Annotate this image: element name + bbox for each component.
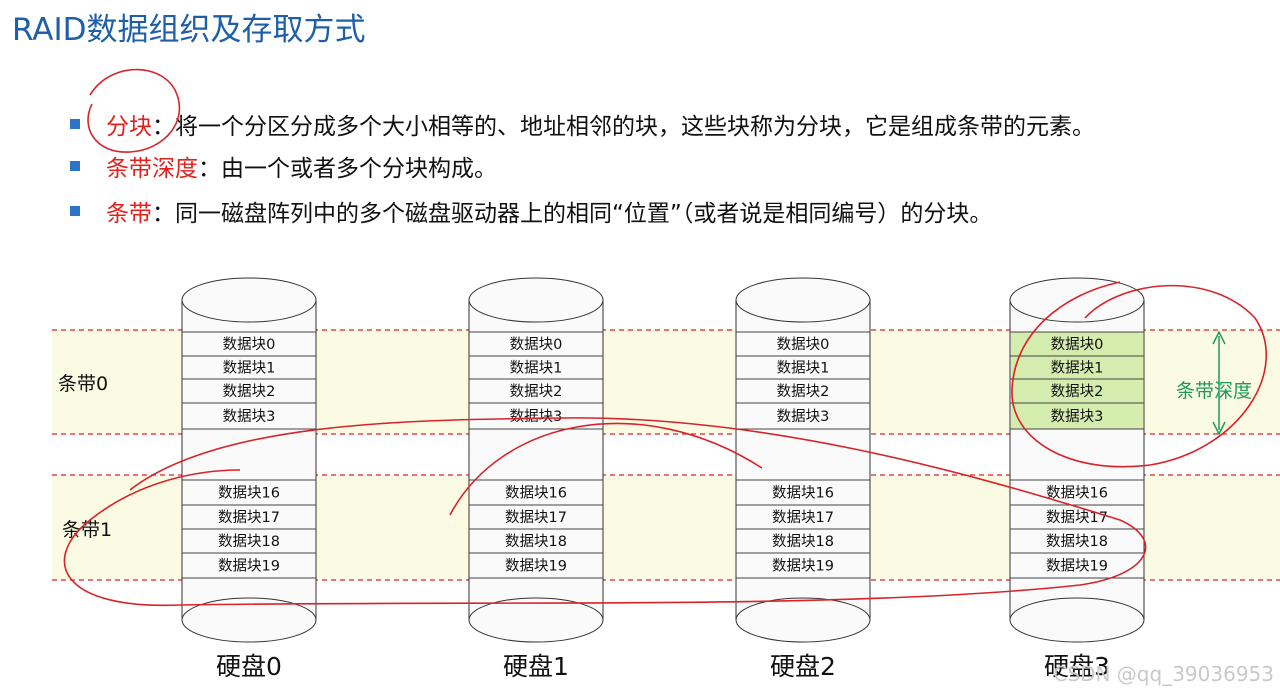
disk-bottom: [469, 598, 603, 642]
disk-bottom: [1010, 598, 1144, 642]
data-block-label: 数据块2: [777, 383, 830, 400]
data-block-label: 数据块3: [223, 408, 276, 425]
data-block-label: 数据块1: [510, 360, 563, 377]
data-block-label: 数据块17: [218, 509, 280, 526]
data-block-label: 数据块2: [510, 383, 563, 400]
data-block-label: 数据块2: [1051, 383, 1104, 400]
disk-label: 硬盘1: [503, 652, 569, 681]
data-block-label: 数据块17: [505, 509, 567, 526]
data-block-label: 数据块18: [505, 533, 567, 550]
data-block-label: 数据块18: [772, 533, 834, 550]
data-block-label: 数据块1: [223, 360, 276, 377]
annotation-circle: [88, 70, 179, 153]
data-block-label: 数据块16: [772, 485, 834, 502]
data-block-label: 数据块16: [218, 485, 280, 502]
data-block-label: 数据块16: [505, 485, 567, 502]
data-block-label: 数据块0: [1051, 336, 1104, 353]
data-block-label: 数据块19: [772, 558, 834, 575]
data-block-label: 数据块0: [223, 336, 276, 353]
data-block-label: 数据块19: [218, 558, 280, 575]
data-block-label: 数据块18: [1046, 533, 1108, 550]
data-block-label: 数据块3: [1051, 408, 1104, 425]
disk-top: [469, 278, 603, 322]
data-block-label: 数据块19: [1046, 558, 1108, 575]
data-block-label: 数据块2: [223, 383, 276, 400]
disk-1: 数据块0 数据块1 数据块2 数据块3 数据块16 数据块17 数据块18 数据块19: [469, 278, 603, 642]
data-block-label: 数据块17: [1046, 509, 1108, 526]
stripe-label: 条带0: [58, 373, 108, 395]
disk-2: 数据块0 数据块1 数据块2 数据块3 数据块16 数据块17 数据块18 数据块19: [736, 278, 870, 642]
disk-label: 硬盘0: [216, 652, 282, 681]
watermark: CSDN @qq_39036953: [1053, 662, 1274, 686]
disk-top: [1010, 278, 1144, 322]
data-block-label: 数据块0: [510, 336, 563, 353]
data-block-label: 数据块1: [1051, 360, 1104, 377]
data-block-label: 数据块17: [772, 509, 834, 526]
disk-bottom: [736, 598, 870, 642]
data-block-label: 数据块3: [777, 408, 830, 425]
data-block-label: 数据块1: [777, 360, 830, 377]
disk-top: [736, 278, 870, 322]
disk-top: [182, 278, 316, 322]
stripe-depth-label: 条带深度: [1176, 380, 1252, 402]
data-block-label: 数据块18: [218, 533, 280, 550]
data-block-label: 数据块16: [1046, 485, 1108, 502]
data-block-label: 数据块0: [777, 336, 830, 353]
disk-label: 硬盘2: [770, 652, 836, 681]
data-block-label: 数据块19: [505, 558, 567, 575]
data-block-label: 数据块3: [510, 408, 563, 425]
disk-0: 数据块0 数据块1 数据块2 数据块3 数据块16 数据块17 数据块18 数据块19: [182, 278, 316, 642]
